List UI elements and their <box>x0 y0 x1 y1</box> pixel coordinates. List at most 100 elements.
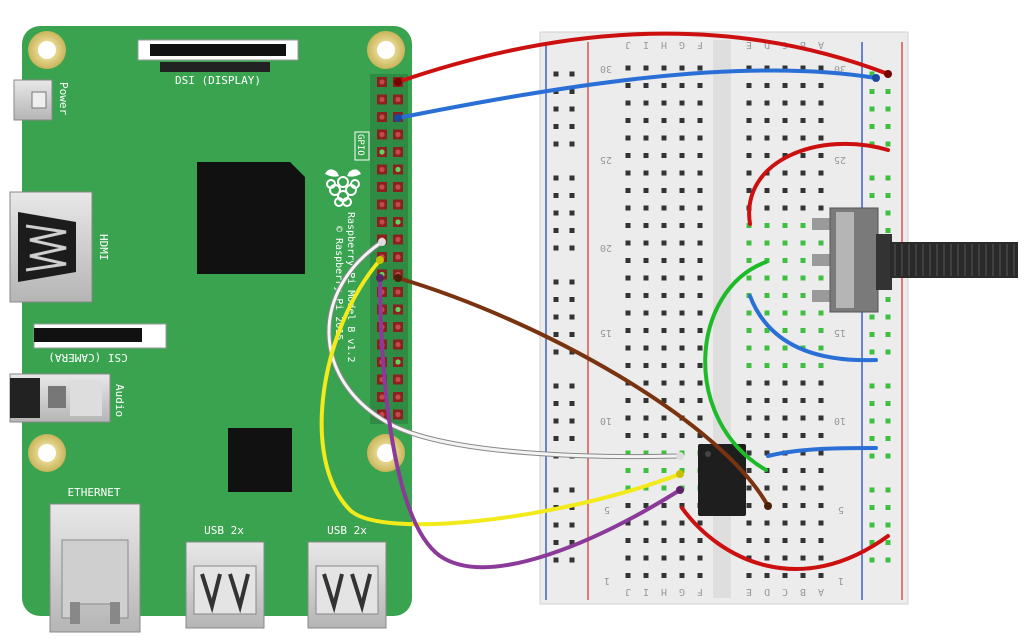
row-number-right-10: 10 <box>834 415 846 426</box>
breadboard-hole <box>818 205 824 211</box>
rail-hole <box>885 89 891 94</box>
breadboard-hole <box>643 573 649 578</box>
breadboard-hole <box>625 275 631 281</box>
breadboard-hole <box>764 433 770 438</box>
breadboard-hole <box>643 153 649 158</box>
rail-hole <box>553 193 559 198</box>
wire-blue-ground[interactable] <box>396 68 878 120</box>
usb-port-2 <box>307 541 387 629</box>
rail-hole <box>885 453 891 459</box>
rail-hole <box>885 314 891 320</box>
breadboard-hole <box>679 118 685 123</box>
breadboard-hole <box>764 205 770 211</box>
breadboard-hole <box>625 223 631 228</box>
wire-yellow[interactable] <box>319 258 682 527</box>
breadboard-hole <box>625 310 631 316</box>
breadboard-hole <box>782 398 788 403</box>
wire-red-pot[interactable] <box>747 141 890 226</box>
raspberry-logo-icon <box>325 169 361 207</box>
usb1-label: USB 2x <box>204 524 244 537</box>
breadboard-hole <box>782 170 788 176</box>
breadboard-hole <box>818 573 824 578</box>
gpio-pin-contact <box>379 219 385 225</box>
breadboard-hole <box>818 275 824 281</box>
wire-green-wiper[interactable] <box>703 260 768 472</box>
gpio-pin-contact <box>379 149 385 155</box>
breadboard-hole <box>818 520 824 526</box>
breadboard-hole <box>800 205 806 211</box>
breadboard-hole <box>782 345 788 351</box>
breadboard-hole <box>782 363 788 368</box>
breadboard-hole <box>764 65 770 71</box>
rail-hole <box>569 71 575 77</box>
breadboard-hole <box>764 415 770 421</box>
wire-purple[interactable] <box>378 276 682 570</box>
breadboard-hole <box>818 310 824 316</box>
breadboard-hole <box>818 345 824 351</box>
breadboard-hole <box>697 65 703 71</box>
breadboard-hole <box>800 100 806 106</box>
rail-hole <box>569 383 575 389</box>
rail-hole <box>569 124 575 129</box>
breadboard-hole <box>697 205 703 211</box>
breadboard-hole <box>625 573 631 578</box>
wire-red-power[interactable] <box>396 31 890 84</box>
hdmi-label: HDMI <box>97 234 110 261</box>
rail-hole <box>553 418 559 424</box>
mounting-hole-top-left <box>28 31 66 69</box>
breadboard-hole <box>625 258 631 263</box>
rail-hole <box>869 106 875 112</box>
rail-hole <box>869 124 875 129</box>
breadboard-hole <box>764 485 770 491</box>
breadboard-hole <box>625 135 631 141</box>
breadboard-hole <box>800 258 806 263</box>
breadboard-hole <box>661 415 667 421</box>
breadboard-hole <box>782 573 788 578</box>
audio-label: Audio <box>113 384 126 417</box>
breadboard-hole <box>625 240 631 246</box>
breadboard-hole <box>643 450 649 456</box>
rail-hole <box>553 487 559 493</box>
wire-brown[interactable] <box>396 276 770 508</box>
row-number-left-5: 5 <box>604 504 610 515</box>
gpio-pin-contact <box>395 166 401 173</box>
rail-hole <box>569 418 575 424</box>
wire-blue-chip[interactable] <box>766 446 878 458</box>
breadboard-hole <box>697 100 703 106</box>
gpio-pin-contact <box>379 114 385 120</box>
breadboard-hole <box>643 345 649 351</box>
breadboard-hole <box>679 573 685 578</box>
breadboard-hole <box>643 275 649 281</box>
rail-hole <box>553 314 559 320</box>
breadboard-hole <box>818 240 824 246</box>
breadboard-hole <box>697 380 703 386</box>
potentiometer-icon[interactable] <box>812 207 1018 313</box>
breadboard-hole <box>679 468 685 473</box>
breadboard-hole <box>782 538 788 543</box>
top-letter-h: H <box>661 39 667 50</box>
rail-hole <box>885 332 891 337</box>
breadboard-hole <box>661 328 667 333</box>
breadboard-hole <box>697 258 703 263</box>
model-line2: © Raspberry Pi 2015 <box>333 226 344 340</box>
wire-blue-pot[interactable] <box>748 294 878 363</box>
rail-hole <box>569 522 575 528</box>
breadboard-hole <box>661 65 667 71</box>
breadboard-hole <box>782 468 788 473</box>
bottom-letter-i: I <box>643 586 649 597</box>
breadboard-hole <box>746 573 752 578</box>
breadboard-hole <box>800 135 806 141</box>
breadboard-hole <box>800 380 806 386</box>
breadboard-hole <box>746 485 752 491</box>
rail-hole <box>569 193 575 198</box>
row-number-right-5: 5 <box>838 504 844 515</box>
breadboard-hole <box>661 503 667 508</box>
row-number-left-15: 15 <box>600 327 612 338</box>
breadboard-hole <box>697 573 703 578</box>
gpio-pin-contact <box>395 131 401 138</box>
breadboard-hole <box>697 310 703 316</box>
breadboard-hole <box>746 310 752 316</box>
power-label: Power <box>57 82 70 115</box>
wire-red-chip[interactable] <box>680 506 890 571</box>
breadboard-hole <box>661 538 667 543</box>
